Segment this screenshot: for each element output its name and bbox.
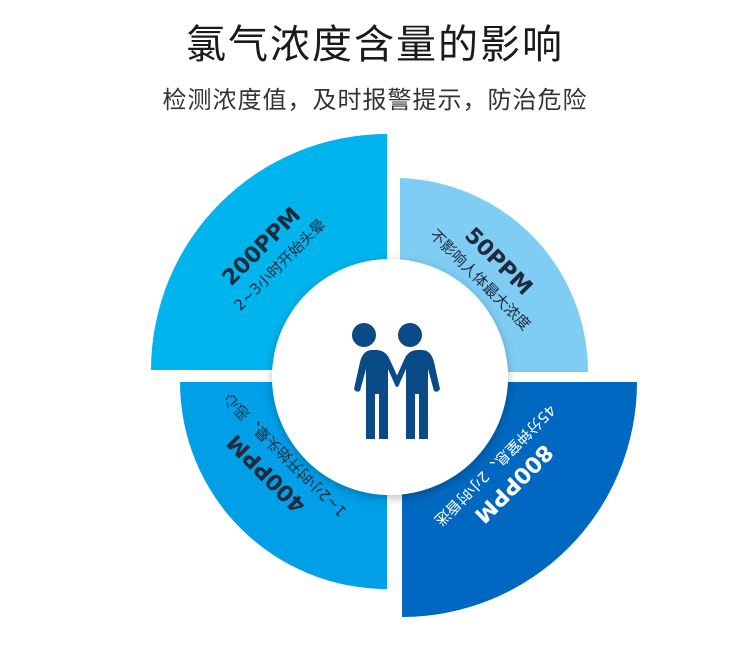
page-title: 氯气浓度含量的影响	[186, 22, 564, 68]
people-icon	[352, 323, 440, 439]
page-subtitle: 检测浓度值，及时报警提示，防治危险	[162, 86, 588, 114]
center-circle	[272, 259, 508, 495]
